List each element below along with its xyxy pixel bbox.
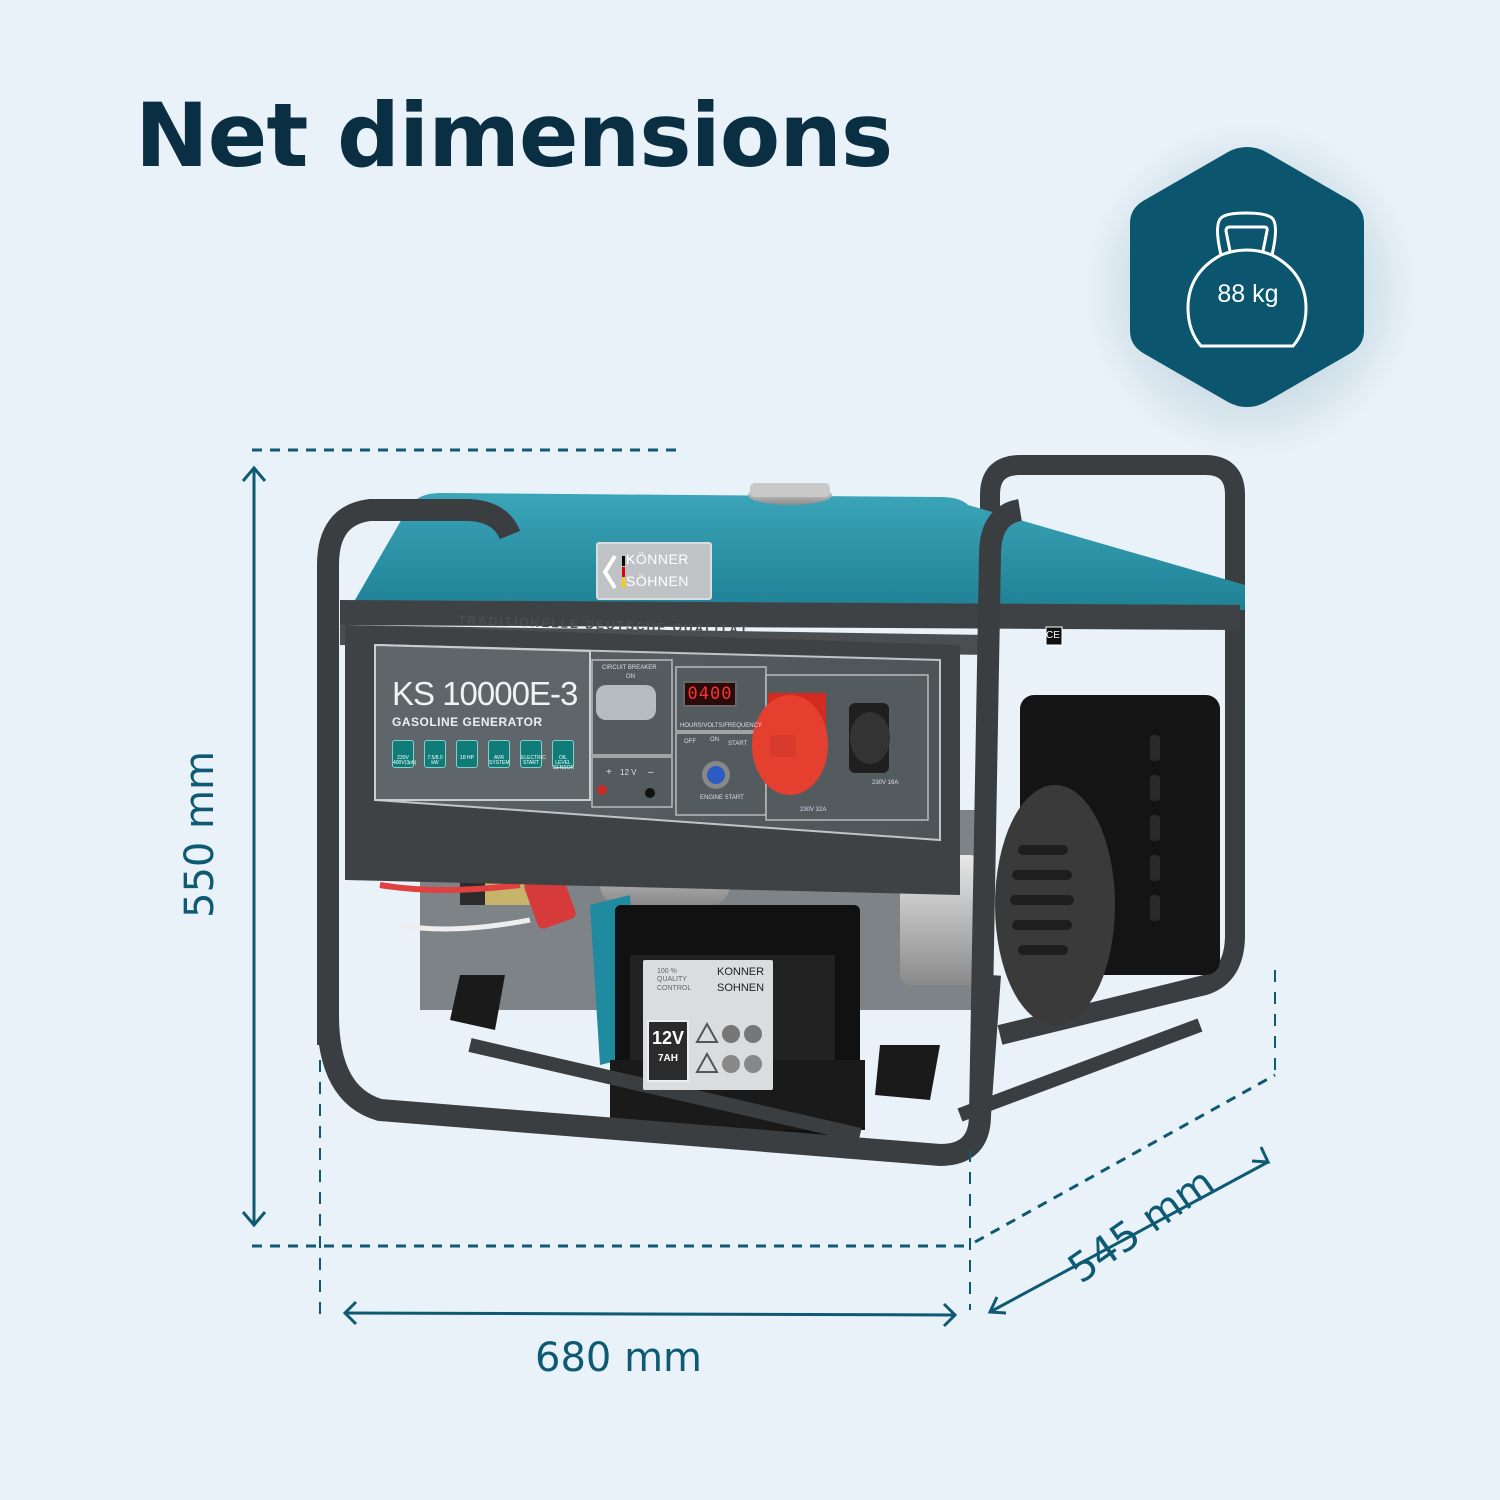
battery-brand-line1: KONNER: [717, 966, 765, 978]
battery-brand-line2: SOHNEN: [717, 982, 765, 994]
circuit-breaker-state: ON: [626, 674, 635, 680]
width-label: 680 mm: [535, 1335, 702, 1381]
height-label: 550 mm: [177, 751, 223, 918]
battery-voltage-box: 12V 7AH: [647, 1020, 689, 1082]
arrow-up-icon: [241, 465, 267, 482]
arrow-right-icon: [942, 1302, 958, 1328]
sine-wave-icon: AVR SYSTEM: [488, 740, 510, 768]
battery-label: 100 % QUALITY CONTROL KONNER SOHNEN 12V …: [643, 960, 773, 1090]
hour-meter-display: 0400: [683, 681, 737, 707]
arrow-down-left-icon: [987, 1296, 1007, 1315]
ks-logo-icon: [602, 554, 625, 590]
ignition-start: START: [728, 741, 748, 747]
power-bars-icon: 7.5/8.0 kW: [424, 740, 446, 768]
kettlebell-icon: [1186, 211, 1308, 348]
battery-warning-icons: [695, 1021, 762, 1073]
display-caption: HOURS/VOLTS/FREQUENCY: [680, 723, 762, 729]
ignition-off: OFF: [684, 739, 696, 745]
plug-icon: 230V 400V(3ph): [392, 740, 416, 768]
dc-minus: –: [648, 767, 654, 778]
brand-line1: KÖNNER: [626, 551, 689, 567]
depth-arrow-line: [989, 1160, 1269, 1314]
generator-image: KÖNNER SÖHNEN TRADITIONELLE DEUTSCHE QUA…: [300, 455, 1260, 1175]
dc-plus: +: [606, 767, 612, 778]
arrow-down-icon: [241, 1211, 267, 1228]
brand-logo-plate: KÖNNER SÖHNEN: [596, 542, 712, 600]
battery-capacity: 7AH: [657, 1053, 678, 1064]
socket-schuko-label: 230V 16A: [872, 780, 899, 786]
oil-sensor-icon: OIL LEVEL SENSOR: [552, 740, 574, 771]
socket-3phase-label: 230V 32A: [800, 807, 827, 813]
ignition-caption: ENGINE START: [700, 795, 744, 801]
arrow-up-right-icon: [1251, 1146, 1271, 1164]
dc-voltage: 12 V: [620, 768, 637, 777]
model-subtitle: GASOLINE GENERATOR: [392, 715, 543, 729]
page-title: Net dimensions: [135, 84, 893, 187]
depth-guide-line: [974, 1073, 1276, 1244]
circuit-breaker-label: CIRCUIT BREAKER: [602, 665, 657, 671]
generator-drawing: [317, 455, 1245, 1167]
ce-mark: CE: [1046, 630, 1060, 641]
weight-value: 88 kg: [1217, 280, 1279, 308]
brand-line2: SÖHNEN: [626, 573, 689, 589]
engine-icon: 18 HP: [456, 740, 478, 768]
model-name: KS 10000E-3: [392, 675, 578, 712]
ignition-on: ON: [710, 737, 719, 743]
width-arrow-line: [344, 1311, 956, 1317]
weight-badge: [1130, 147, 1364, 407]
arrow-left-icon: [342, 1300, 358, 1326]
quality-control-text: 100 % QUALITY CONTROL: [657, 968, 692, 992]
battery-voltage: 12V: [651, 1028, 685, 1048]
key-icon: ELECTRIC START: [520, 740, 546, 768]
